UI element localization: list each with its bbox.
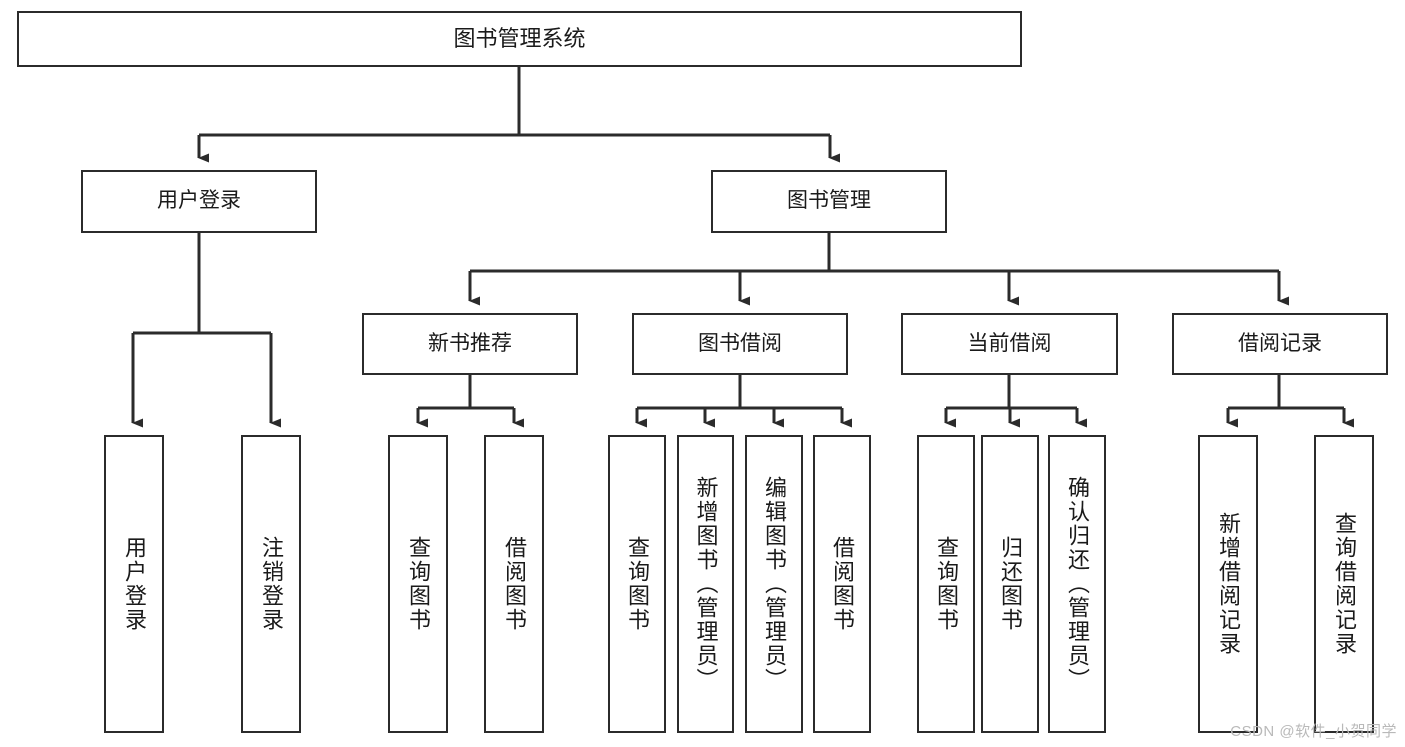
node-label: 查询图书	[934, 536, 959, 632]
node-label: 图书管理	[787, 189, 871, 213]
leaf-user-login-signin[interactable]: 用户登录	[104, 435, 164, 733]
leaf-book-borrow-edit[interactable]: 编辑图书（管理员）	[745, 435, 803, 733]
node-label: 编辑图书（管理员）	[762, 476, 787, 692]
node-label: 查询图书	[406, 536, 431, 632]
node-label: 新书推荐	[428, 331, 512, 355]
node-user-login[interactable]: 用户登录	[81, 170, 317, 233]
node-root-system[interactable]: 图书管理系统	[17, 11, 1022, 67]
node-book-borrow[interactable]: 图书借阅	[632, 313, 848, 375]
node-label: 借阅图书	[502, 536, 527, 632]
node-label: 归还图书	[998, 536, 1023, 632]
node-label: 查询图书	[625, 536, 650, 632]
node-label: 新增图书（管理员）	[693, 476, 719, 692]
node-label: 查询借阅记录	[1332, 512, 1357, 656]
leaf-current-borrow-confirm-return[interactable]: 确认归还（管理员）	[1048, 435, 1106, 733]
leaf-user-login-signout[interactable]: 注销登录	[241, 435, 301, 733]
node-label: 注销登录	[259, 536, 284, 632]
node-label: 新增借阅记录	[1216, 512, 1241, 656]
node-label: 借阅记录	[1238, 331, 1322, 355]
leaf-current-borrow-return[interactable]: 归还图书	[981, 435, 1039, 733]
node-label: 图书管理系统	[453, 26, 586, 52]
leaf-borrow-record-add[interactable]: 新增借阅记录	[1198, 435, 1258, 733]
node-label: 图书借阅	[698, 331, 782, 355]
node-label: 用户登录	[157, 189, 241, 213]
node-label: 借阅图书	[830, 536, 855, 632]
leaf-new-book-borrow[interactable]: 借阅图书	[484, 435, 544, 733]
leaf-current-borrow-query[interactable]: 查询图书	[917, 435, 975, 733]
leaf-book-borrow-add[interactable]: 新增图书（管理员）	[677, 435, 734, 733]
leaf-borrow-record-query[interactable]: 查询借阅记录	[1314, 435, 1374, 733]
node-current-borrow[interactable]: 当前借阅	[901, 313, 1118, 375]
node-label: 当前借阅	[967, 331, 1052, 355]
node-book-management[interactable]: 图书管理	[711, 170, 947, 233]
node-label: 用户登录	[122, 536, 147, 632]
node-borrow-record[interactable]: 借阅记录	[1172, 313, 1388, 375]
node-label: 确认归还（管理员）	[1065, 476, 1090, 692]
leaf-new-book-query[interactable]: 查询图书	[388, 435, 448, 733]
leaf-book-borrow-lend[interactable]: 借阅图书	[813, 435, 871, 733]
leaf-book-borrow-query[interactable]: 查询图书	[608, 435, 666, 733]
node-new-book-recommend[interactable]: 新书推荐	[362, 313, 578, 375]
